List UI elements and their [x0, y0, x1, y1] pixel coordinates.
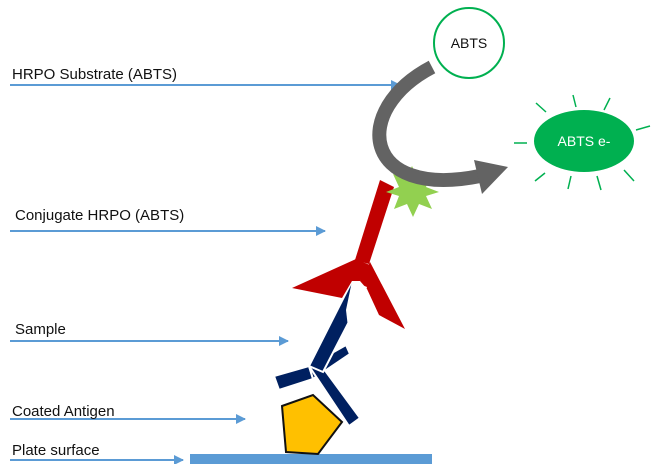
- glow-rays: [514, 94, 651, 191]
- sample-label: Sample: [15, 321, 66, 338]
- coated-antigen-shape: [280, 393, 344, 456]
- abts-circle-label: ABTS: [450, 35, 488, 51]
- reaction-arrow: [372, 60, 508, 194]
- abts-circle: [433, 7, 505, 79]
- abts-oxidized-ellipse: [534, 110, 634, 172]
- conjugate-label: Conjugate HRPO (ABTS): [15, 207, 185, 224]
- conjugate-antibody: [292, 180, 405, 345]
- plate-surface-bar: [190, 454, 432, 464]
- substrate-label: HRPO Substrate (ABTS): [12, 66, 178, 83]
- abts-oxidized-label: ABTS e-: [557, 133, 611, 149]
- coated-antigen-label: Coated Antigen: [12, 403, 115, 420]
- plate-surface-label: Plate surface: [12, 442, 100, 459]
- abts-oxidized: [514, 94, 651, 191]
